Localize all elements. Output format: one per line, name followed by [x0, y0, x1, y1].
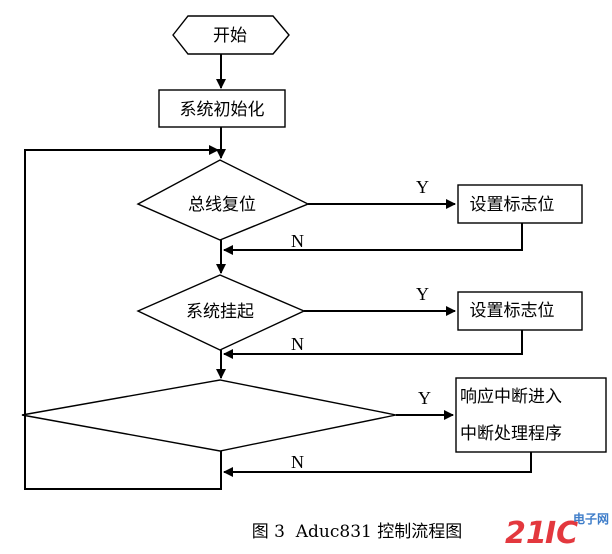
edge-set-flag-2-return — [223, 330, 523, 359]
svg-text:电子网: 电子网 — [573, 511, 609, 526]
no-label-bus-reset: N — [291, 231, 304, 251]
interrupt-handler-line-2: 中断处理程序 — [460, 424, 562, 444]
interrupt-handler-line-1: 响应中断进入 — [460, 387, 562, 407]
set-flag-box-1 — [457, 184, 583, 224]
svg-text:IC: IC — [545, 516, 578, 551]
site-watermark-logo: 21 IC 电子网 — [505, 511, 609, 551]
suspend-label: 系统挂起 — [186, 302, 254, 322]
edge-main-loop-back — [24, 145, 222, 490]
edge-interrupt-handler-return — [223, 452, 532, 477]
bus-reset-label: 总线复位 — [188, 195, 256, 215]
set-flag-1-label: 设置标志位 — [470, 195, 555, 215]
edge-set-flag-1-return — [223, 223, 523, 255]
start-terminator — [172, 15, 290, 55]
set-flag-box-2 — [457, 291, 583, 331]
start-label: 开始 — [213, 26, 247, 46]
yes-label-suspend: Y — [416, 284, 429, 304]
no-label-interrupt: N — [291, 452, 304, 472]
yes-label-interrupt: Y — [418, 388, 431, 408]
no-label-suspend: N — [291, 334, 304, 354]
svg-text:21: 21 — [505, 516, 547, 551]
figure-caption: 图 3 Aduc831 控制流程图 — [252, 522, 463, 542]
interrupt-decision — [21, 379, 397, 452]
set-flag-2-label: 设置标志位 — [470, 301, 555, 321]
init-label: 系统初始化 — [180, 100, 265, 120]
interrupt-handler-box — [455, 377, 607, 453]
init-process-box — [158, 89, 286, 128]
yes-label-bus-reset: Y — [416, 177, 429, 197]
